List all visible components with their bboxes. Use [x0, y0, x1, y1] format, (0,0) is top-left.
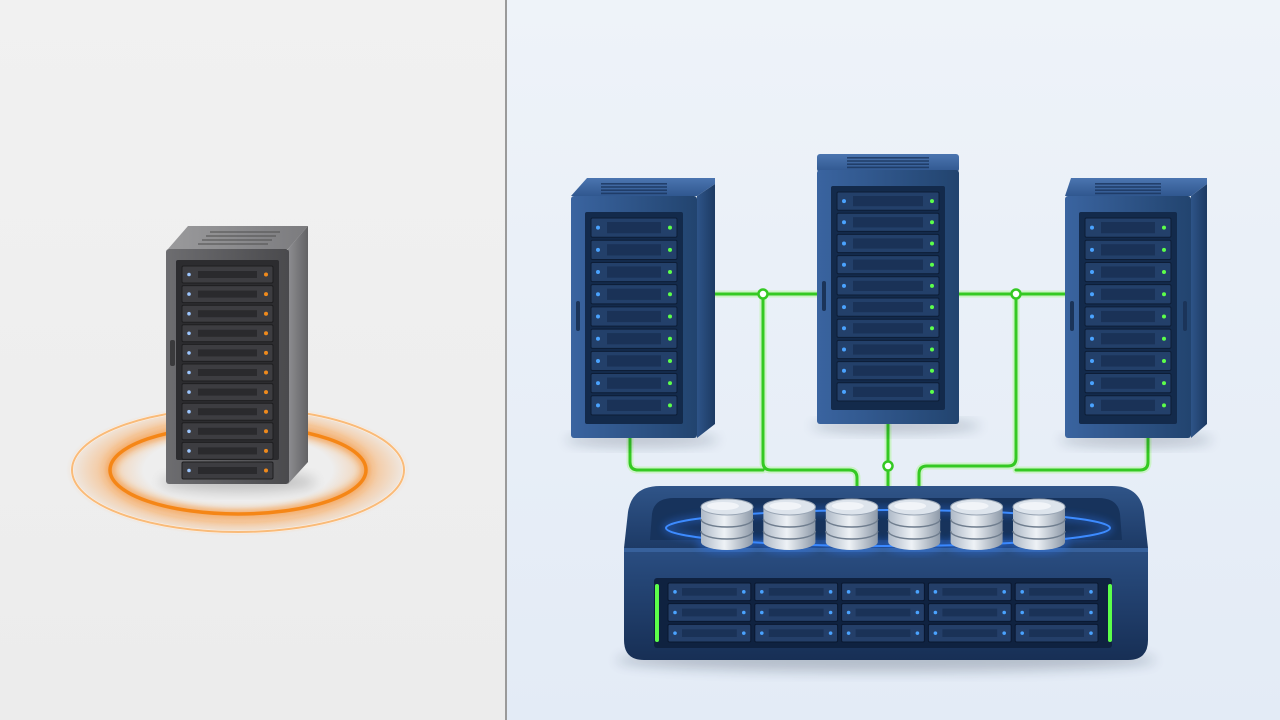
- rack-slot: [1084, 284, 1172, 305]
- server-slot: [181, 461, 274, 480]
- drive-bay: [1014, 603, 1099, 622]
- rack-slot: [1084, 395, 1172, 416]
- rack-slot: [590, 261, 678, 283]
- rack-slot: [590, 217, 678, 238]
- rack-slot: [836, 318, 940, 338]
- storage-array-icon: [616, 486, 1156, 672]
- rack-slot: [836, 361, 940, 381]
- drive-bay: [841, 623, 925, 643]
- server-slot: [181, 402, 274, 421]
- database-disk-icon: [946, 498, 1007, 554]
- single-server-tower-icon: [66, 226, 410, 536]
- drive-bay: [1014, 623, 1099, 643]
- drive-bay: [754, 582, 839, 602]
- rack-slot: [836, 297, 940, 317]
- server-rack-icon: [1059, 178, 1213, 447]
- server-rack-icon: [565, 178, 719, 447]
- drive-bay: [1014, 582, 1099, 602]
- rack-slot: [836, 276, 940, 296]
- rack-slot: [590, 373, 678, 394]
- server-slot: [181, 285, 274, 304]
- drive-bay: [841, 582, 925, 602]
- server-slot: [181, 441, 274, 460]
- drive-bay: [927, 623, 1012, 643]
- panel-divider: [505, 0, 507, 720]
- drive-bay: [754, 623, 839, 643]
- server-slot: [181, 324, 274, 343]
- server-slot: [181, 265, 274, 284]
- server-slot: [181, 343, 274, 362]
- rack-slot: [1084, 328, 1172, 349]
- rack-slot: [1084, 261, 1172, 283]
- database-disk-icon: [821, 498, 882, 554]
- rack-slot: [590, 306, 678, 327]
- rack-slot: [590, 395, 678, 416]
- database-disk-icon: [1009, 498, 1069, 554]
- server-slot: [181, 383, 274, 402]
- rack-slot: [1084, 350, 1172, 372]
- drive-bay: [841, 603, 925, 622]
- database-disk-icon: [884, 498, 945, 554]
- rack-slot: [590, 239, 678, 260]
- database-disk-icon: [759, 498, 820, 554]
- server-slot: [181, 304, 274, 323]
- rack-slot: [836, 212, 940, 232]
- drive-bay: [927, 582, 1012, 602]
- rack-slot: [836, 382, 940, 402]
- drive-bay: [927, 603, 1012, 622]
- rack-slot: [590, 350, 678, 372]
- drive-bay: [667, 603, 752, 622]
- database-disk-icon: [697, 498, 757, 554]
- rack-slot: [590, 328, 678, 349]
- drive-bay: [667, 582, 752, 602]
- drive-bay: [754, 603, 839, 622]
- drive-bay: [667, 623, 752, 643]
- rack-slot: [1084, 239, 1172, 260]
- server-slot: [181, 422, 274, 441]
- rack-slot: [836, 233, 940, 254]
- rack-slot: [836, 255, 940, 275]
- rack-slot: [1084, 217, 1172, 238]
- server-slot: [181, 363, 274, 382]
- rack-slot: [1084, 373, 1172, 394]
- rack-slot: [590, 284, 678, 305]
- rack-slot: [836, 339, 940, 360]
- server-rack-icon: [811, 154, 981, 433]
- rack-slot: [836, 191, 940, 211]
- rack-slot: [1084, 306, 1172, 327]
